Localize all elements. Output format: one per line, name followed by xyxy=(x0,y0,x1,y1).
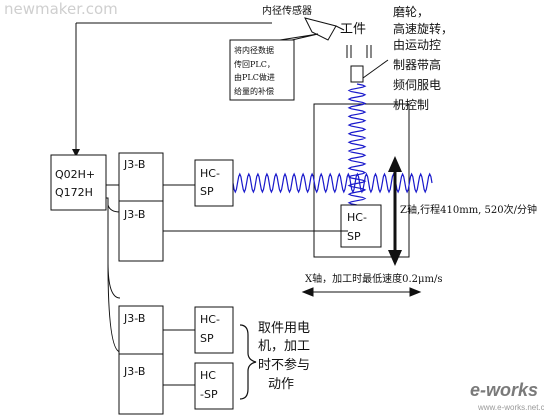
workpiece: 工件 xyxy=(340,22,389,83)
inner-sensor-label: 内径传感器 xyxy=(262,4,312,17)
amp-label: J3-B xyxy=(123,312,145,325)
e-works-logo: e-works www.e-works.net.cn xyxy=(470,380,544,412)
grinding-note-line: 由运动控 xyxy=(393,38,441,52)
x-axis-spring xyxy=(232,172,433,194)
pick-brace xyxy=(239,324,257,400)
brand-logo-text: e-works xyxy=(470,380,538,400)
sensor-note-line: 由PLC做进 xyxy=(234,72,275,82)
feedback-line xyxy=(72,22,272,157)
z-axis-note: Z轴,行程410mm, 520次/分钟 xyxy=(400,203,537,216)
brand-tagline-text: www.e-works.net.cn xyxy=(477,403,544,412)
plc-controller: Q02H+ Q172H xyxy=(50,154,107,211)
amp-label: J3-B xyxy=(123,158,145,171)
motor-label: HC- xyxy=(347,211,367,224)
z-axis-arrow xyxy=(388,156,402,266)
inner-sensor: 内径传感器 xyxy=(262,4,345,41)
pick-motor-1: HC- SP xyxy=(194,306,234,354)
plc-label: Q02H+ xyxy=(55,168,95,181)
sensor-note-line: 给量的补偿 xyxy=(234,86,274,96)
motor-label: -SP xyxy=(200,388,218,401)
amp-3: J3-B xyxy=(118,305,164,355)
motor-label: HC- xyxy=(200,167,220,180)
plc-label: Q172H xyxy=(55,186,93,199)
amp-label: J3-B xyxy=(123,365,145,378)
grinding-note-line: 频伺服电 xyxy=(393,78,441,92)
watermark-text: newmaker.com xyxy=(4,0,118,18)
x-axis-arrow xyxy=(301,287,422,297)
sensor-note-line: 传回PLC， xyxy=(234,59,275,69)
sensor-note-line: 将内径数据 xyxy=(234,45,274,55)
grinding-note-line: 高速旋转， xyxy=(393,21,453,36)
pick-note-line: 时不参与 xyxy=(258,357,310,373)
x-axis-motor: HC- SP xyxy=(194,159,234,207)
sensor-note: 将内径数据 传回PLC， 由PLC做进 给量的补偿 xyxy=(229,33,319,101)
motor-label: HC xyxy=(200,369,216,382)
grinding-note: 磨轮， 高速旋转， 由运动控 制器带高 频伺服电 机控制 xyxy=(393,5,453,112)
amp-label: J3-B xyxy=(123,208,145,221)
pick-note-line: 动作 xyxy=(268,377,294,392)
z-axis-motor: HC- SP xyxy=(340,204,382,248)
grinding-note-line: 磨轮， xyxy=(393,5,429,19)
bus-lines xyxy=(106,184,195,353)
motor-label: HC- xyxy=(200,313,220,326)
amp-1: J3-B xyxy=(118,152,164,202)
pick-note: 取件用电 机，加工 时不参与 动作 xyxy=(258,321,310,392)
grinding-note-line: 机控制 xyxy=(393,98,429,112)
amp-4: J3-B xyxy=(118,353,164,415)
workpiece-label: 工件 xyxy=(340,22,366,37)
pick-note-line: 取件用电 xyxy=(258,321,310,336)
motor-label: SP xyxy=(347,230,361,243)
motor-label: SP xyxy=(200,185,214,198)
pick-note-line: 机，加工 xyxy=(258,339,310,354)
motor-label: SP xyxy=(200,332,214,345)
amp-2: J3-B xyxy=(118,200,164,262)
pick-motor-2: HC -SP xyxy=(194,362,234,410)
grinding-note-line: 制器带高 xyxy=(393,57,441,72)
x-axis-note: X轴，加工时最低速度0.2μm/s xyxy=(305,272,443,285)
